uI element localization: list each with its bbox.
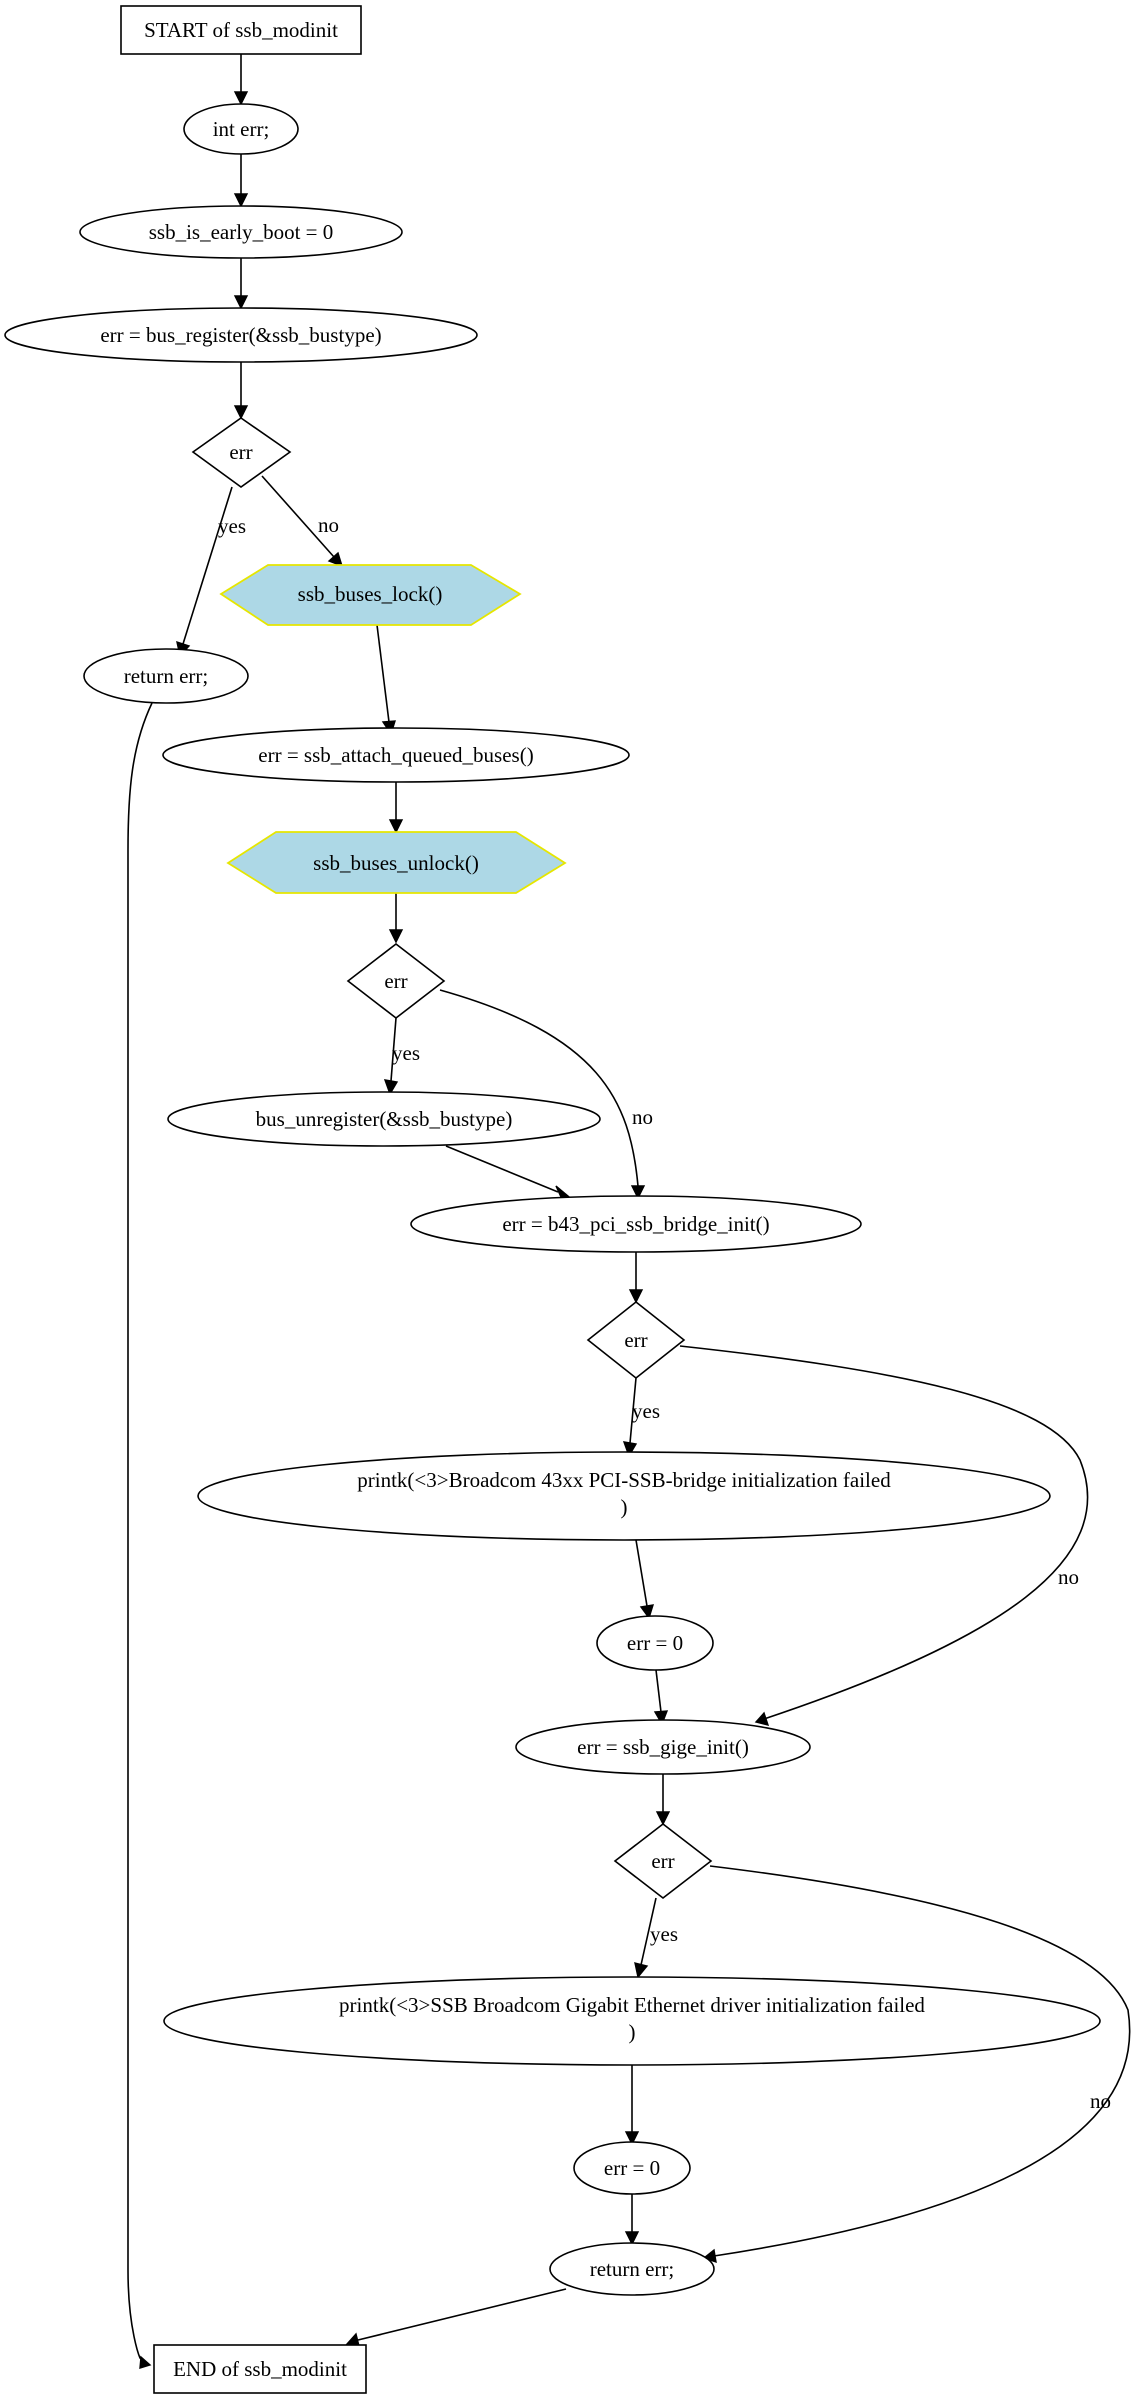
edge-cond3-printk1 — [629, 1377, 637, 1444]
arrowhead — [233, 91, 249, 106]
edge-err01-gigeinit — [655, 1669, 662, 1713]
node-bridge-init: err = b43_pci_ssb_bridge_init() — [410, 1195, 862, 1253]
arrowhead — [634, 1962, 649, 1979]
node-return2: return err; — [549, 2242, 715, 2296]
node-printk2-line2: ) — [629, 2020, 636, 2044]
node-unlock-label: ssb_buses_unlock() — [313, 851, 479, 875]
node-cond3: err — [586, 1300, 686, 1380]
node-err0-1-label: err = 0 — [627, 1631, 683, 1655]
node-err0-1: err = 0 — [596, 1615, 714, 1671]
node-lock-label: ssb_buses_lock() — [298, 582, 443, 606]
arrowhead — [628, 1289, 644, 1304]
node-start-label: START of ssb_modinit — [144, 18, 338, 42]
node-printk2-line1: printk(<3>SSB Broadcom Gigabit Ethernet … — [339, 1993, 925, 2017]
node-unlock: ssb_buses_unlock() — [226, 831, 567, 894]
arrowhead — [388, 929, 404, 944]
node-return1-label: return err; — [124, 664, 209, 688]
edge-cond4-return2 — [709, 1865, 1131, 2257]
node-cond2: err — [346, 942, 446, 1020]
node-printk1-line1: printk(<3>Broadcom 43xx PCI-SSB-bridge i… — [357, 1468, 891, 1492]
arrowhead — [630, 1185, 646, 1200]
edge-label-c3-yes: yes — [632, 1399, 660, 1423]
arrowhead — [388, 819, 404, 834]
node-int-err: int err; — [183, 103, 299, 155]
edge-return2-end — [357, 2288, 567, 2341]
edge-return1-end — [127, 702, 153, 2363]
node-printk1-line2: ) — [621, 1495, 628, 1519]
node-gige-init-label: err = ssb_gige_init() — [577, 1735, 749, 1759]
arrowhead — [622, 1441, 638, 1458]
edge-label-c3-no: no — [1058, 1565, 1079, 1589]
node-attach-label: err = ssb_attach_queued_buses() — [258, 743, 533, 767]
node-printk1: printk(<3>Broadcom 43xx PCI-SSB-bridge i… — [197, 1451, 1051, 1541]
node-unregister: bus_unregister(&ssb_bustype) — [167, 1091, 601, 1147]
arrowhead — [655, 1811, 671, 1826]
node-int-err-label: int err; — [213, 117, 270, 141]
edge-cond1-lock — [261, 475, 335, 558]
node-return2-label: return err; — [590, 2257, 675, 2281]
arrowhead — [754, 1711, 770, 1726]
edge-label-c1-no: no — [318, 513, 339, 537]
node-cond4: err — [613, 1822, 713, 1900]
node-start: START of ssb_modinit — [120, 5, 362, 55]
node-early-boot-label: ssb_is_early_boot = 0 — [149, 220, 334, 244]
edge-cond4-printk2 — [640, 1897, 657, 1966]
node-attach: err = ssb_attach_queued_buses() — [162, 727, 630, 783]
node-cond1: err — [191, 417, 292, 488]
node-bus-register-label: err = bus_register(&ssb_bustype) — [100, 323, 381, 347]
edge-label-c2-yes: yes — [392, 1041, 420, 1065]
edge-label-c2-no: no — [632, 1105, 653, 1129]
node-unregister-label: bus_unregister(&ssb_bustype) — [256, 1107, 513, 1131]
edge-printk1-err01 — [635, 1539, 648, 1607]
node-lock: ssb_buses_lock() — [219, 564, 522, 626]
arrowhead — [653, 1710, 669, 1726]
arrowhead — [139, 2355, 152, 2369]
node-err0-2-label: err = 0 — [604, 2156, 660, 2180]
node-early-boot: ssb_is_early_boot = 0 — [79, 205, 403, 259]
arrowhead — [624, 2131, 640, 2146]
edge-label-c4-yes: yes — [650, 1922, 678, 1946]
node-cond2-label: err — [384, 969, 407, 993]
arrowhead — [233, 193, 249, 208]
node-printk2: printk(<3>SSB Broadcom Gigabit Ethernet … — [163, 1976, 1101, 2066]
node-end-label: END of ssb_modinit — [173, 2357, 347, 2381]
node-cond3-label: err — [624, 1328, 647, 1352]
edge-label-c1-yes: yes — [218, 514, 246, 538]
node-err0-2: err = 0 — [573, 2141, 691, 2195]
edge-labels: yes no yes no yes no yes no — [218, 513, 1111, 2113]
edge-cond2-bridgeinit — [439, 989, 639, 1187]
node-gige-init: err = ssb_gige_init() — [515, 1719, 811, 1775]
arrowhead — [327, 551, 344, 568]
node-return1: return err; — [83, 648, 249, 704]
node-bridge-init-label: err = b43_pci_ssb_bridge_init() — [502, 1212, 769, 1236]
edge-lock-attach — [376, 624, 390, 723]
edge-unregister-bridgeinit — [445, 1145, 559, 1193]
edge-cond2-unregister — [390, 1017, 397, 1082]
edge-cond3-gigeinit — [679, 1345, 1089, 1720]
arrowhead — [233, 295, 249, 310]
arrowhead — [624, 2231, 640, 2246]
arrowhead — [639, 1604, 655, 1620]
arrowhead — [383, 1079, 399, 1096]
arrowhead — [555, 1185, 570, 1198]
node-cond1-label: err — [229, 440, 252, 464]
node-bus-register: err = bus_register(&ssb_bustype) — [4, 307, 478, 363]
node-end: END of ssb_modinit — [153, 2344, 367, 2394]
arrowhead — [233, 405, 249, 420]
node-cond4-label: err — [651, 1849, 674, 1873]
edge-label-c4-no: no — [1090, 2089, 1111, 2113]
arrowhead — [345, 2332, 360, 2347]
edge-cond1-return1 — [182, 486, 233, 645]
